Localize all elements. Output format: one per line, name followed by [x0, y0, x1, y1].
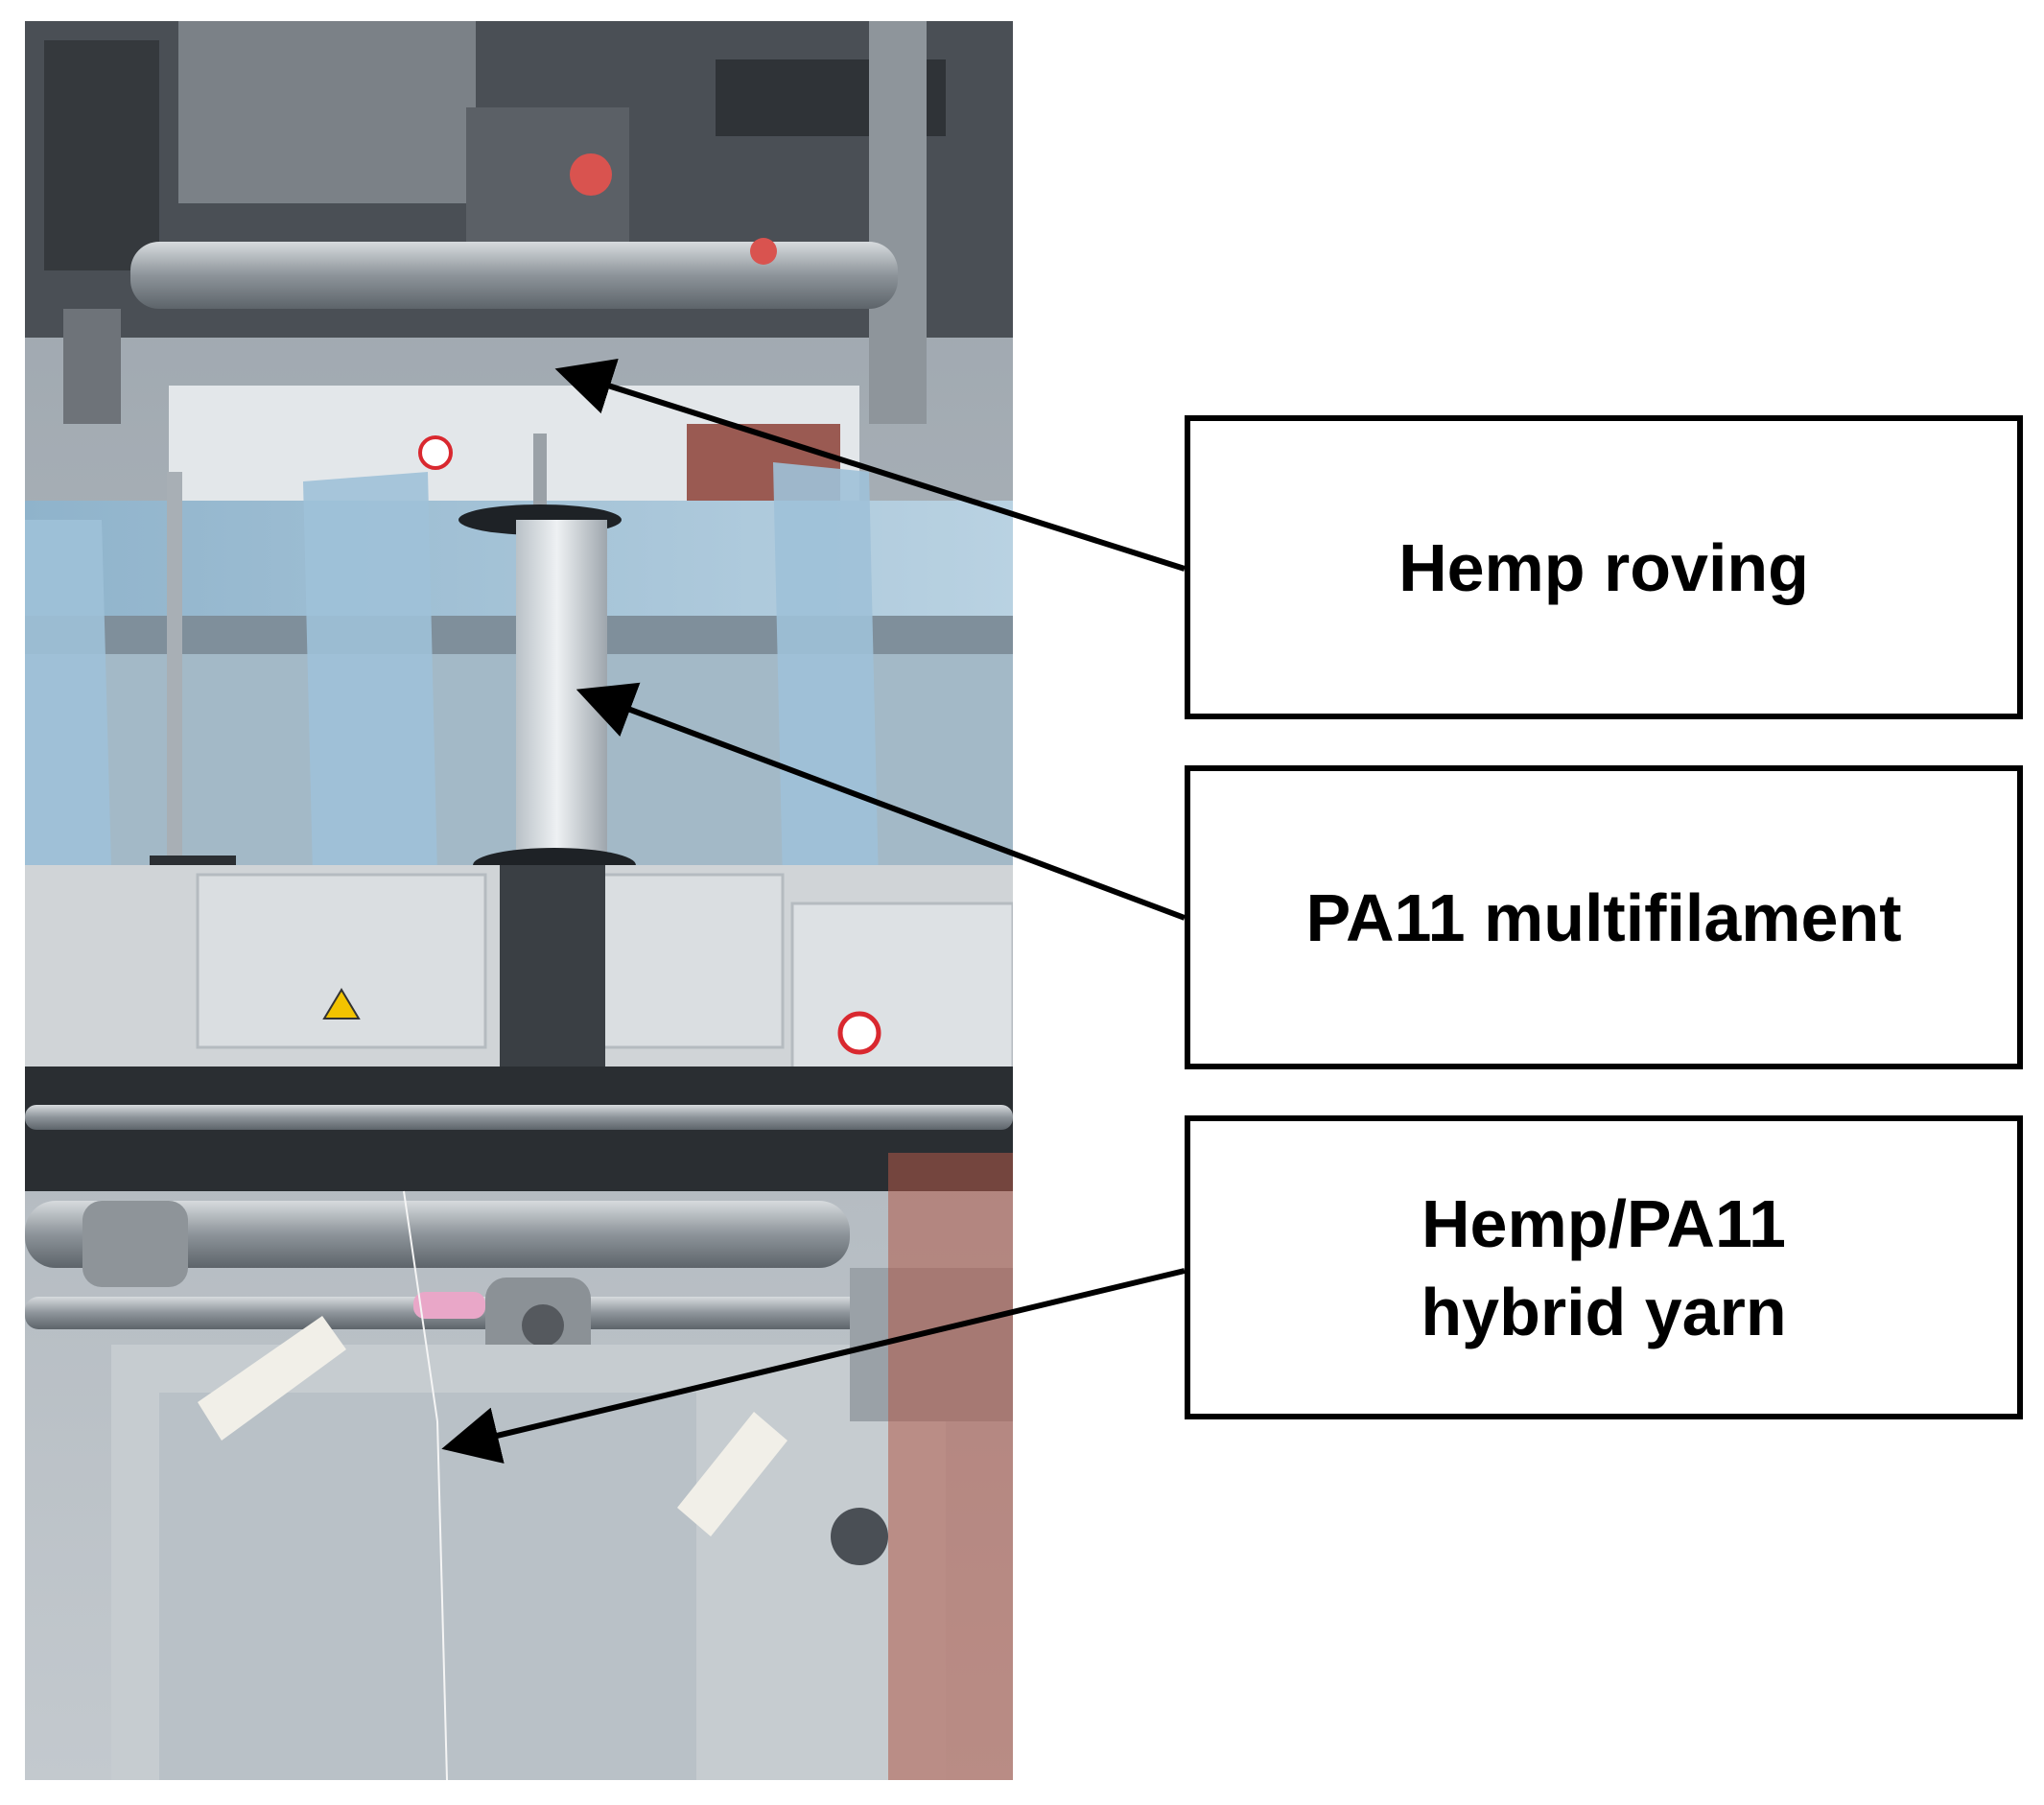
label-box-pa11-multifilament: PA11 multifilament — [1185, 765, 2023, 1069]
machine-photo — [25, 21, 1013, 1780]
label-box-hemp-roving: Hemp roving — [1185, 415, 2023, 719]
label-pa11-multifilament: PA11 multifilament — [1305, 879, 1902, 955]
label-hybrid-yarn: Hemp/PA11 hybrid yarn — [1421, 1185, 1787, 1349]
label-box-hybrid-yarn: Hemp/PA11 hybrid yarn — [1185, 1115, 2023, 1419]
label-hemp-roving: Hemp roving — [1398, 529, 1809, 605]
